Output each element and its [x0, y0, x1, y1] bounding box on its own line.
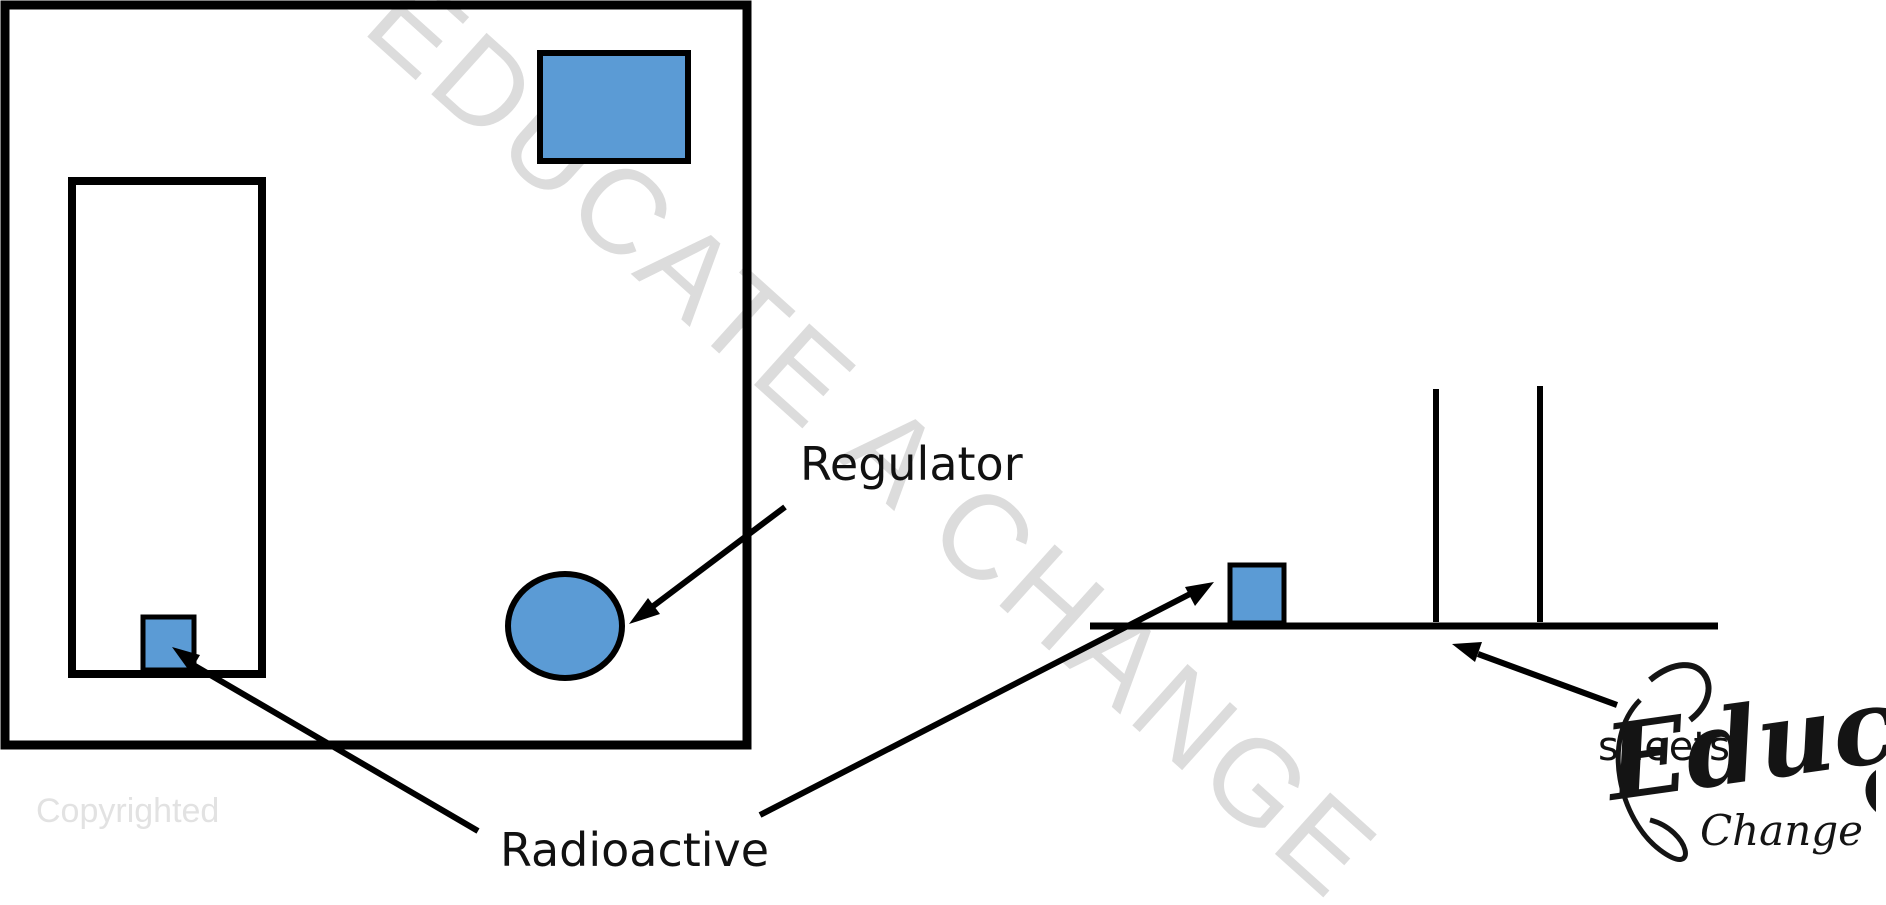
regulator-arrow-shaft: [646, 504, 787, 613]
regulator-circle: [505, 571, 625, 681]
logo-flourish-2: [1648, 662, 1712, 723]
logo-flourish: [1615, 698, 1688, 862]
outer-enclosure: [0, 0, 752, 750]
radioactive-arrow-right-shaft: [758, 591, 1192, 818]
inner-chamber: [68, 177, 266, 678]
radioactive-arrow-left-shaft: [193, 663, 480, 834]
copyright-watermark: Copyrighted: [36, 792, 219, 830]
top-right-block: [537, 50, 691, 164]
radioactive-arrow-right-head: [1185, 582, 1214, 606]
regulator-label: Regulator: [800, 437, 1023, 491]
educate-change-logo: Educate Change: [1595, 637, 1886, 862]
radioactive-arrow-left-head: [172, 647, 200, 672]
logo-word-change: Change: [1700, 806, 1863, 855]
sheets-arrowhead: [1452, 642, 1482, 662]
logo-side-mark: [1865, 770, 1876, 812]
sheets-arrow-shaft: [1476, 651, 1619, 708]
logo-word-educate: Educate: [1595, 637, 1886, 825]
source-block: [1227, 562, 1287, 626]
radioactive-label: Radioactive: [500, 823, 769, 877]
radioactive-source: [140, 614, 197, 673]
regulator-arrowhead: [629, 598, 660, 624]
